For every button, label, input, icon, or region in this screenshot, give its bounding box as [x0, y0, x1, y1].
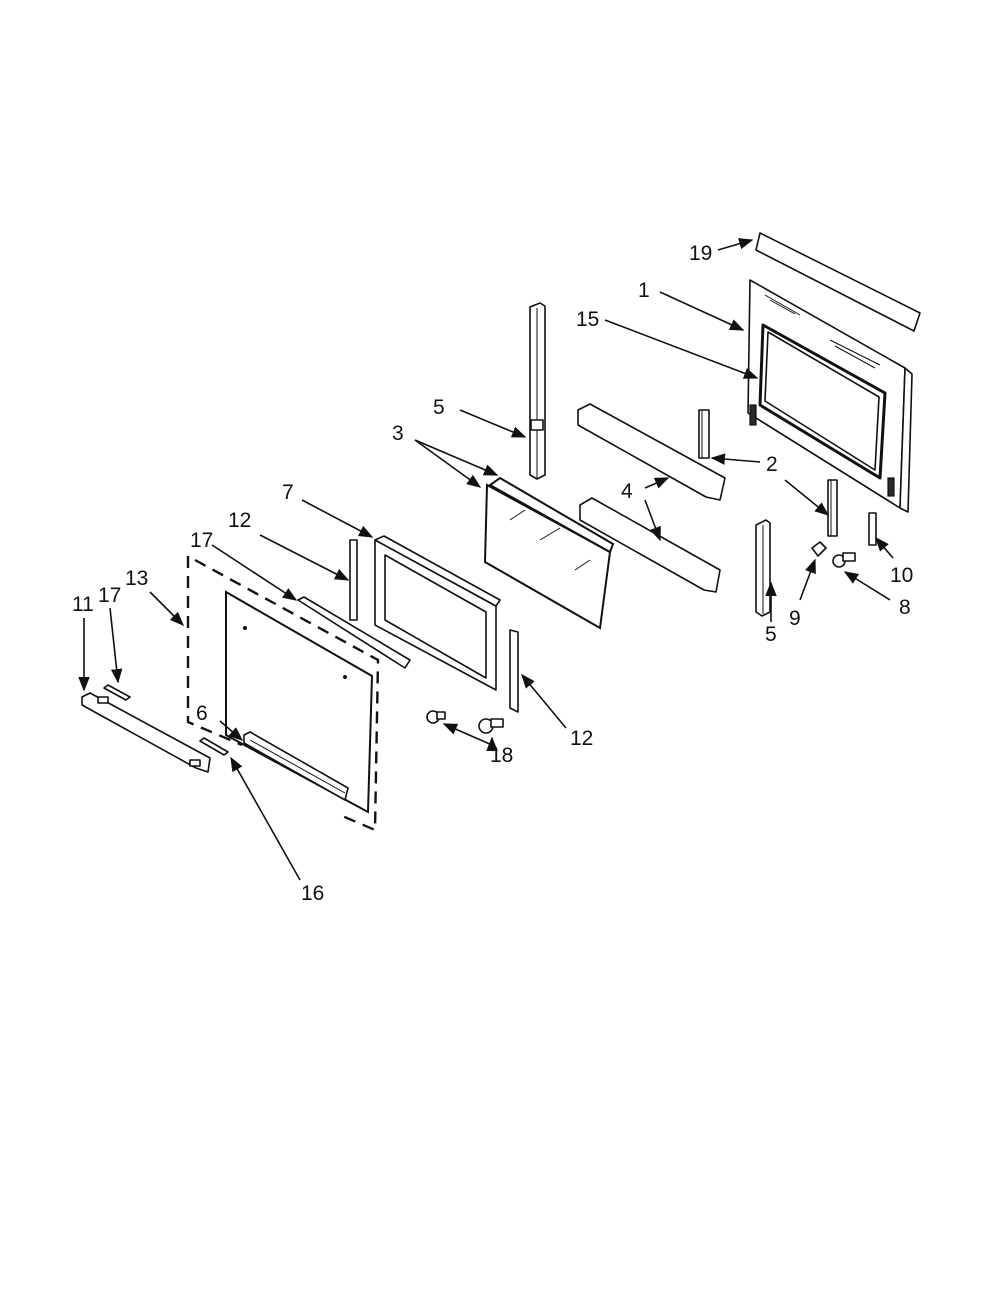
part-11-handle: [81, 692, 211, 773]
callout-1: 1: [638, 279, 650, 302]
callout-12-upper: 12: [228, 509, 251, 532]
part-5-upper-bracket: [529, 302, 546, 480]
part-6-bottom-trim: [243, 731, 349, 801]
part-12-lower-strip: [509, 629, 519, 713]
part-13-outer-glass-assembly: [186, 556, 380, 832]
callout-9: 9: [789, 607, 801, 630]
callout-18: 18: [490, 744, 513, 767]
part-3-inner-glass: [483, 476, 615, 630]
part-8-nut: [832, 552, 856, 568]
part-17-small-strip: [103, 684, 131, 701]
callout-10: 10: [890, 564, 913, 587]
part-19-top-strip: [755, 232, 921, 332]
callout-4: 4: [621, 480, 633, 503]
callout-17-lower: 17: [98, 584, 121, 607]
callout-8: 8: [899, 596, 911, 619]
part-5-lower-bracket: [755, 519, 771, 617]
part-4-side-bars: [577, 403, 726, 593]
callout-5-lower: 5: [765, 623, 777, 646]
callout-3: 3: [392, 422, 404, 445]
callout-16: 16: [301, 882, 324, 905]
callout-7: 7: [282, 481, 294, 504]
callout-13: 13: [125, 567, 148, 590]
part-17-trim-strip: [297, 596, 411, 669]
callout-15: 15: [576, 308, 599, 331]
leader-lines: [78, 238, 894, 881]
callout-11: 11: [72, 593, 94, 616]
part-1-inner-door-panel: [747, 279, 913, 513]
callout-17-upper: 17: [190, 529, 213, 552]
part-12-upper-strip: [349, 539, 358, 621]
callout-12-lower: 12: [570, 727, 593, 750]
part-16-small-strip: [199, 737, 229, 756]
part-7-door-frame: [374, 535, 501, 691]
part-10-pin: [868, 512, 877, 546]
callout-2: 2: [766, 453, 778, 476]
part-18-screws: [426, 710, 504, 734]
part-9-screw: [811, 541, 827, 557]
callout-19: 19: [689, 242, 712, 265]
callout-5-upper: 5: [433, 396, 445, 419]
callout-labels: 19 1 15 5 3 2 4 7 12 17 13 11 17 10 9 8 …: [72, 242, 913, 905]
callout-6: 6: [196, 702, 208, 725]
